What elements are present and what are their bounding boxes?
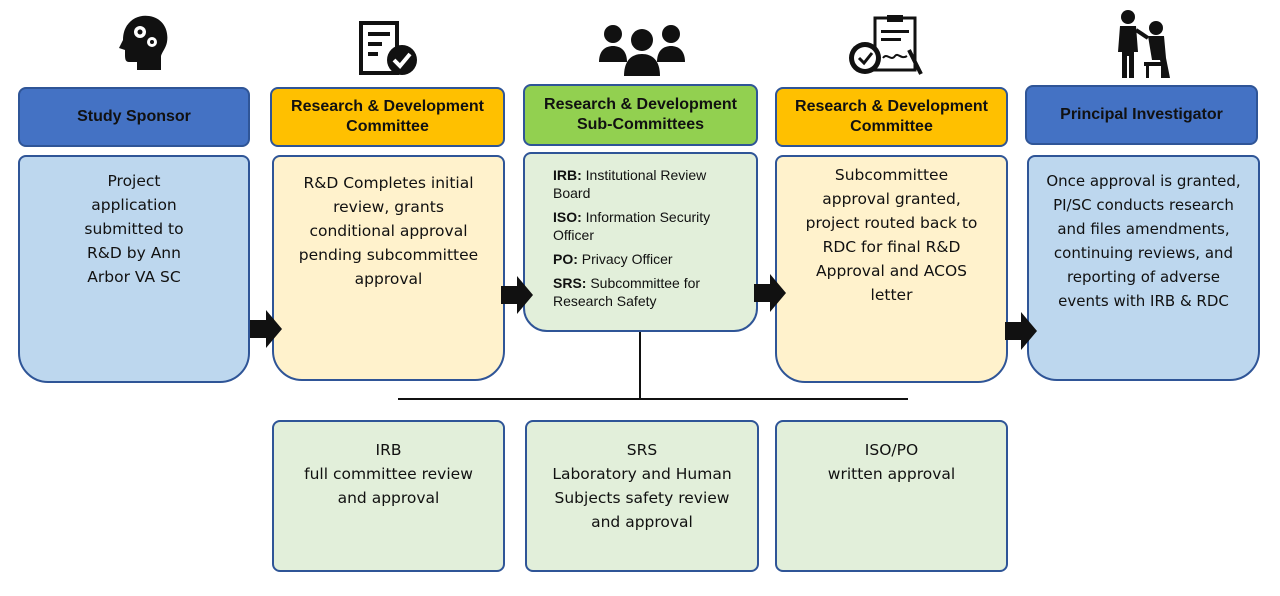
definition-po: PO: Privacy Officer bbox=[553, 250, 746, 268]
body-line: project routed back to bbox=[805, 214, 978, 232]
header-rd-subcommittees: Research & Development Sub-Committees bbox=[523, 84, 758, 146]
definition-iso: ISO: Information Security Officer bbox=[553, 208, 746, 244]
definition-irb: IRB: Institutional Review Board bbox=[553, 166, 746, 202]
connector-horizontal-line bbox=[398, 398, 908, 400]
approved-document-icon bbox=[843, 14, 927, 80]
header-rd-committee-initial-label: Research & Development Committee bbox=[291, 98, 484, 135]
body-line: Subcommittee bbox=[834, 166, 949, 184]
definition-term: SRS: bbox=[553, 275, 587, 291]
group-people-icon bbox=[598, 20, 686, 78]
body-line: reporting of adverse bbox=[1066, 268, 1221, 286]
box-iso-po-approval: ISO/PO written approval bbox=[775, 420, 1008, 572]
body-line: conditional approval bbox=[309, 222, 468, 240]
body-line: review, grants bbox=[333, 198, 444, 216]
body-line: submitted to bbox=[84, 220, 184, 238]
doctor-patient-icon bbox=[1110, 8, 1176, 80]
document-check-icon bbox=[358, 20, 420, 78]
body-line: Approval and ACOS bbox=[816, 262, 967, 280]
head-gears-icon bbox=[115, 12, 171, 74]
sub-line: Subjects safety review bbox=[554, 489, 730, 507]
definition-srs: SRS: Subcommittee for Research Safety bbox=[553, 274, 746, 310]
box-srs-review: SRS Laboratory and Human Subjects safety… bbox=[525, 420, 759, 572]
header-principal-investigator: Principal Investigator bbox=[1025, 85, 1258, 145]
sub-line: and approval bbox=[337, 489, 440, 507]
box-rd-final-approval: Subcommittee approval granted, project r… bbox=[775, 155, 1008, 383]
body-line: and files amendments, bbox=[1057, 220, 1230, 238]
box-irb-review: IRB full committee review and approval bbox=[272, 420, 505, 572]
body-line: R&D Completes initial bbox=[303, 174, 474, 192]
connector-vertical-line bbox=[639, 332, 641, 399]
box-rd-initial-review: R&D Completes initial review, grants con… bbox=[272, 155, 505, 381]
box-subcommittee-definitions: IRB: Institutional Review Board ISO: Inf… bbox=[523, 152, 758, 332]
header-study-sponsor-label: Study Sponsor bbox=[77, 108, 191, 125]
header-principal-investigator-label: Principal Investigator bbox=[1060, 106, 1223, 123]
body-line: approval granted, bbox=[822, 190, 961, 208]
sub-line: Laboratory and Human bbox=[552, 465, 732, 483]
body-line: PI/SC conducts research bbox=[1053, 196, 1234, 214]
definition-text: Institutional Review Board bbox=[553, 167, 707, 201]
body-line: pending subcommittee bbox=[298, 246, 479, 264]
header-rd-committee-initial: Research & Development Committee bbox=[270, 87, 505, 147]
definition-text: Information Security Officer bbox=[553, 209, 711, 243]
body-line: letter bbox=[870, 286, 913, 304]
body-line: Arbor VA SC bbox=[87, 268, 181, 286]
definition-term: PO: bbox=[553, 251, 578, 267]
sub-line: full committee review bbox=[304, 465, 473, 483]
box-principal-investigator: Once approval is granted, PI/SC conducts… bbox=[1027, 155, 1260, 381]
body-line: continuing reviews, and bbox=[1053, 244, 1234, 262]
header-rd-committee-final-label: Research & Development Committee bbox=[795, 98, 988, 135]
sub-line: IRB bbox=[375, 441, 402, 459]
arrow-right-icon bbox=[1005, 312, 1039, 355]
definition-text: Privacy Officer bbox=[581, 251, 673, 267]
definition-term: ISO: bbox=[553, 209, 582, 225]
header-rd-subcommittees-label: Research & Development Sub-Committees bbox=[544, 96, 737, 133]
arrow-right-icon bbox=[501, 276, 535, 319]
body-line: approval bbox=[354, 270, 423, 288]
sub-line: written approval bbox=[827, 465, 956, 483]
body-line: application bbox=[91, 196, 177, 214]
header-study-sponsor: Study Sponsor bbox=[18, 87, 250, 147]
sub-line: and approval bbox=[591, 513, 693, 531]
body-line: R&D by Ann bbox=[87, 244, 181, 262]
body-line: RDC for final R&D bbox=[822, 238, 961, 256]
header-rd-committee-final: Research & Development Committee bbox=[775, 87, 1008, 147]
definition-text: Subcommittee for Research Safety bbox=[553, 275, 701, 309]
definition-term: IRB: bbox=[553, 167, 582, 183]
arrow-right-icon bbox=[250, 310, 284, 353]
box-study-sponsor: Project application submitted to R&D by … bbox=[18, 155, 250, 383]
sub-line: ISO/PO bbox=[864, 441, 919, 459]
body-line: Project bbox=[107, 172, 161, 190]
body-line: Once approval is granted, bbox=[1046, 172, 1241, 190]
sub-line: SRS bbox=[626, 441, 658, 459]
arrow-right-icon bbox=[754, 274, 788, 317]
body-line: events with IRB & RDC bbox=[1058, 292, 1229, 310]
